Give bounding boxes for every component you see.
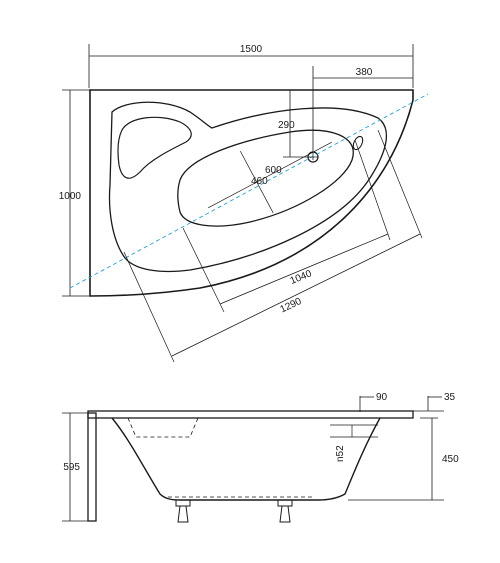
- outer-length-ext-left: [123, 251, 175, 363]
- headrest-recess: [117, 116, 192, 179]
- rim-inner-contour: [108, 101, 388, 273]
- tub-outline: [89, 89, 414, 297]
- diagonal-axis: [69, 93, 429, 289]
- width-label: 1500: [240, 44, 263, 55]
- inner-length-ext-right: [354, 139, 391, 241]
- inner-depth-label: 460: [251, 176, 268, 187]
- inner-dims: [208, 141, 332, 214]
- overflow-hole: [352, 135, 364, 151]
- front-panel: [87, 412, 97, 522]
- rim-thickness-label: 35: [444, 392, 456, 403]
- drain-offset-label: 380: [356, 67, 373, 78]
- inner-length-dim-line: [219, 233, 389, 305]
- inner-basin: [177, 129, 354, 227]
- drain-distance-label: 290: [278, 120, 295, 131]
- outer-length-dim-line: [171, 233, 421, 357]
- inner-width-label: 600: [265, 165, 282, 176]
- top-view: 1500 380 1000 290 600 460: [59, 44, 429, 363]
- panel-height-label: 595: [63, 462, 80, 473]
- inner-depth-line: [240, 150, 274, 214]
- inner-length-label: 1040: [289, 268, 314, 287]
- outer-length-ext-right: [377, 129, 423, 239]
- side-view: 595 90 35 450: [62, 392, 459, 523]
- inner-width-line: [208, 141, 332, 209]
- height-label: 1000: [59, 191, 82, 202]
- tub-depth-label: 450: [442, 454, 459, 465]
- tub-body: [111, 417, 381, 501]
- headrest-hidden-line: [127, 417, 199, 438]
- inner-length-ext-left: [182, 227, 225, 313]
- rim-top: [87, 410, 414, 419]
- overflow-label: n52: [335, 445, 346, 462]
- leg-left: [175, 499, 191, 523]
- leg-right: [277, 499, 293, 523]
- outer-length-label: 1290: [279, 296, 304, 316]
- rim-width-label: 90: [376, 392, 388, 403]
